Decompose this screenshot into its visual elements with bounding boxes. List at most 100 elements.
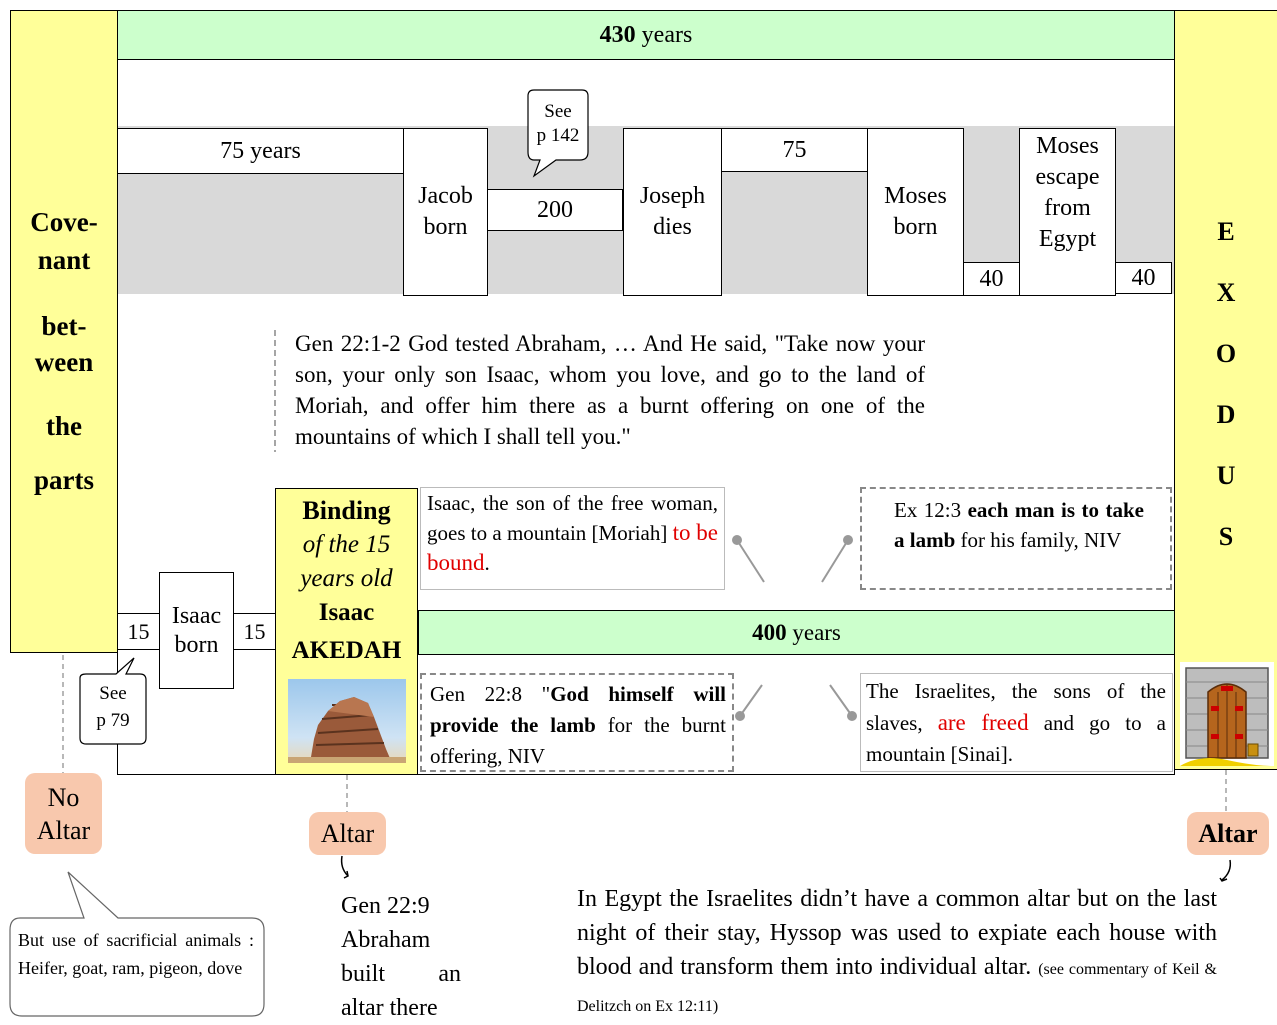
israelites-text-main: The Israelites, the sons of the slaves, [866,679,1166,735]
bar-400-years: 400 years [418,610,1175,655]
ex-12-3-end: for his family, NIV [955,528,1122,552]
sacrifice-note-callout [9,871,265,1017]
covenant-line-4: ween [34,347,94,377]
isaac-text-end: . [484,551,490,575]
gen-22-8-ref: Gen 22:8 " [430,682,551,706]
altar-middle-text: Altar [320,818,375,848]
joseph-dies-line-1: Joseph [639,183,706,209]
see-79-callout [79,657,147,745]
isaac-text-main: Isaac, the son of the free woman, goes t… [427,491,718,545]
egypt-text: In Egypt the Israelites didn’t have a co… [577,882,1217,1024]
israelites-box: The Israelites, the sons of the slaves, … [860,673,1173,772]
binding-title: Binding [302,496,391,525]
segment-40-a-label: 40 [979,265,1004,292]
covenant-line-2: nant [37,245,91,275]
isaac-born-line-1: Isaac [171,602,222,629]
gen-22-8-bold: God himself will provide the lamb [430,682,726,737]
see-79-line-2: p 79 [96,710,130,731]
covenant-line-6: parts [34,465,94,495]
see-142-line-2: p 142 [536,125,580,146]
gen-22-9-line-1: Gen 22:9 [341,893,430,919]
isaac-born-15-right-label: 15 [243,618,266,644]
exodus-letter-u: U [1216,461,1236,490]
gen-22-9: Gen 22:9 Abraham built an altar there [341,889,461,1025]
segment-200-label: 200 [537,196,573,223]
jacob-born-line-2: born [423,214,468,240]
moses-born-line-2: born [893,214,938,240]
gen-22-9-line-3: built an [341,961,461,987]
moses-born: Moses born [867,128,964,296]
bar-430-number: 430 [599,21,636,48]
segment-75: 75 [721,128,868,172]
door-image [1180,662,1274,766]
binding-name: Isaac [318,599,375,626]
ex-12-3-ref: Ex 12:3 [894,498,968,522]
bar-400-unit: years [792,619,841,645]
moses-born-line-1: Moses [884,183,947,209]
isaac-born: Isaac born [159,572,234,689]
ex-12-3-box: Ex 12:3 each man is to take a lamb for h… [860,487,1172,590]
isaac-text-red: to be bound [427,520,718,575]
binding-hebrew: AKEDAH [291,637,402,664]
covenant-line-5: the [46,411,82,441]
covenant-pillar: Cove- nant bet- ween the parts [10,10,118,653]
ex-12-3-bold: each man is to take a lamb [894,498,1144,552]
see-142-callout [527,89,589,178]
binding-line-3: years old [300,565,393,592]
exodus-letter-e: E [1217,217,1235,246]
sacrifice-note: But use of sacrificial animals : Heifer,… [18,930,254,978]
isaac-born-15-left: 15 [117,613,160,650]
moses-escape-line-1: Moses [1036,133,1099,159]
exodus-pillar: E X O D U S [1174,10,1277,770]
exodus-letter-s: S [1218,522,1234,551]
binding-line-2: of the 15 [302,531,391,558]
exodus-letter-o: O [1215,339,1237,368]
see-79-line-1: See [99,683,127,704]
see-142: See p 142 [528,100,588,148]
altar-label-right: Altar [1187,812,1269,855]
see-142-line-1: See [544,101,572,122]
segment-40-a: 40 [963,262,1020,296]
exodus-letter-x: X [1216,278,1236,307]
moses-escape-line-4: Egypt [1038,226,1097,252]
gen-22-8-box: Gen 22:8 "God himself will provide the l… [420,673,734,772]
segment-75-label: 75 [782,136,807,163]
segment-75-years: 75 years [117,128,404,174]
israelites-text-end: and go to a mountain [Sinai]. [866,711,1167,766]
moses-escape: Moses escape from Egypt [1019,128,1116,296]
jacob-born-line-1: Jacob [418,183,473,209]
segment-40-b-label: 40 [1131,264,1156,291]
jacob-born: Jacob born [403,128,488,296]
segment-75-years-label: 75 years [220,137,301,164]
no-altar-line-2: Altar [36,815,91,845]
joseph-dies-line-2: dies [653,214,692,240]
no-altar-line-1: No [47,782,80,812]
isaac-born-line-2: born [174,631,219,658]
moses-escape-line-3: from [1044,195,1091,221]
gen-22-8-end: for the burnt offering, NIV [430,713,726,768]
isaac-born-15-right: 15 [233,613,276,650]
bar-430-unit: years [641,21,693,48]
covenant-line-3: bet- [41,311,87,341]
isaac-free-woman-box: Isaac, the son of the free woman, goes t… [420,487,725,590]
bar-430-years: 430 years [117,10,1175,60]
covenant-line-1: Cove- [30,207,98,237]
segment-40-b: 40 [1115,262,1172,294]
bar-400-number: 400 [752,619,787,645]
gen-22-9-line-4: altar there [341,995,438,1021]
egypt-text-note: (see commentary of Keil & Delitzch on Ex… [577,961,1218,1015]
stone-altar-image [288,679,406,763]
gen-22-9-line-2: Abraham [341,927,431,953]
isaac-born-15-left-label: 15 [127,618,150,644]
no-altar-label: No Altar [25,773,102,854]
moses-escape-line-2: escape [1035,164,1100,190]
israelites-text-red: are freed [937,710,1029,735]
egypt-text-main: In Egypt the Israelites didn’t have a co… [577,886,1217,980]
segment-200: 200 [487,189,623,231]
exodus-letter-d: D [1216,400,1236,429]
gen-22-quote: Gen 22:1-2 God tested Abraham, … And He … [295,331,925,449]
joseph-dies: Joseph dies [623,128,722,296]
binding-box: Binding of the 15 years old Isaac AKEDAH [275,488,418,775]
altar-right-text: Altar [1198,818,1258,848]
